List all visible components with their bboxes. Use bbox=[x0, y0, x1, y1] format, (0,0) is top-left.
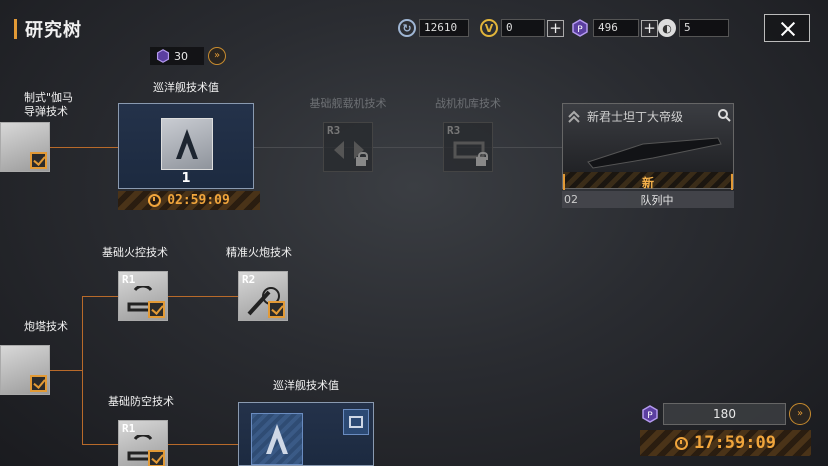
speedup-button[interactable]: » bbox=[789, 403, 811, 425]
node-label: 战机机库技术 bbox=[435, 97, 501, 110]
page-title: 研究树 bbox=[25, 20, 82, 41]
top-cost-value: 30 bbox=[174, 49, 188, 63]
v-token-icon: V bbox=[480, 19, 498, 37]
accent-mark bbox=[563, 174, 565, 190]
svg-text:P: P bbox=[577, 25, 583, 35]
resource-research-points-value: 496 bbox=[593, 19, 639, 37]
rank-badge: R1 bbox=[122, 422, 136, 435]
resource-credits-value: 12610 bbox=[419, 19, 469, 37]
search-icon[interactable] bbox=[717, 108, 731, 122]
cruiser-icon bbox=[251, 413, 303, 465]
add-tokens-button[interactable]: + bbox=[547, 19, 564, 37]
completed-check-icon bbox=[148, 450, 165, 466]
node-label: 巡洋舰技术值 bbox=[153, 81, 219, 94]
speedup-button[interactable]: » bbox=[208, 47, 226, 65]
queue-status: 队列中 bbox=[640, 193, 674, 207]
new-badge: 新 bbox=[641, 176, 654, 190]
connector-line bbox=[82, 296, 118, 297]
node-label: 基础防空技术 bbox=[108, 395, 174, 408]
rank-chevron-icon bbox=[568, 110, 580, 123]
connector-line bbox=[168, 296, 238, 297]
node-label: 制式"伽马 bbox=[24, 91, 74, 104]
resource-research-points: P 496 + bbox=[570, 18, 658, 38]
page-header: 研究树 bbox=[14, 14, 82, 44]
rank-badge: R3 bbox=[327, 124, 341, 137]
carrier-icon bbox=[334, 141, 364, 159]
tech-node-partial[interactable] bbox=[0, 122, 50, 172]
bottom-timer: 17:59:09 bbox=[640, 430, 811, 456]
close-button[interactable] bbox=[764, 14, 810, 42]
connector-line bbox=[168, 444, 238, 445]
tech-node-partial[interactable] bbox=[0, 345, 50, 395]
completed-check-icon bbox=[148, 301, 165, 318]
hangar-badge-icon bbox=[343, 409, 369, 435]
accent-mark bbox=[731, 174, 733, 190]
node-label: 导弹技术 bbox=[24, 105, 68, 118]
clock-icon bbox=[148, 194, 162, 207]
tech-node-basic-fire-control[interactable]: R1 bbox=[118, 271, 168, 321]
cruiser-research-node-2[interactable] bbox=[238, 402, 374, 466]
completed-check-icon bbox=[30, 375, 47, 392]
hex-point-icon: P bbox=[640, 404, 660, 424]
research-timer-text: 02:59:09 bbox=[167, 193, 230, 208]
tech-node-basic-carrier[interactable]: R3 bbox=[323, 122, 373, 172]
completed-check-icon bbox=[268, 301, 285, 318]
connector-line bbox=[82, 296, 83, 444]
rank-badge: R2 bbox=[242, 273, 256, 286]
connector-line bbox=[82, 444, 118, 445]
add-research-points-button[interactable]: + bbox=[641, 19, 658, 37]
completed-check-icon bbox=[30, 152, 47, 169]
svg-text:P: P bbox=[647, 411, 653, 421]
hangar-icon bbox=[453, 141, 485, 159]
queue-footer: 02 队列中 bbox=[562, 191, 734, 208]
hex-point-icon: P bbox=[570, 18, 590, 38]
resource-tokens: V 0 + bbox=[480, 18, 564, 38]
ship-name: 新君士坦丁大帝级 bbox=[587, 110, 684, 124]
bottom-timer-text: 17:59:09 bbox=[694, 433, 776, 453]
lock-icon bbox=[476, 152, 488, 166]
connector-line bbox=[50, 370, 82, 371]
node-label: 基础火控技术 bbox=[102, 246, 168, 259]
resource-speedup-value: 5 bbox=[679, 19, 729, 37]
resource-speedup: ◐ 5 bbox=[658, 18, 729, 38]
node-label: 炮塔技术 bbox=[24, 320, 68, 333]
cruiser-research-node[interactable]: 1 bbox=[118, 103, 254, 189]
lock-icon bbox=[356, 152, 368, 166]
hex-point-icon bbox=[156, 49, 170, 63]
ship-queue-card[interactable]: 新君士坦丁大帝级 新 bbox=[562, 103, 734, 190]
speedup-icon: ◐ bbox=[658, 19, 676, 37]
research-timer: 02:59:09 bbox=[118, 191, 260, 210]
bottom-right-panel: P 180 » 17:59:09 bbox=[640, 402, 811, 456]
connector-line bbox=[50, 147, 118, 148]
connector-line bbox=[254, 147, 562, 148]
tech-node-precision-artillery[interactable]: R2 bbox=[238, 271, 288, 321]
node-label: 基础舰载机技术 bbox=[309, 97, 387, 110]
node-label: 精准火炮技术 bbox=[226, 246, 292, 259]
tech-node-hangar[interactable]: R3 bbox=[443, 122, 493, 172]
refresh-coin-icon: ↻ bbox=[398, 19, 416, 37]
cruiser-icon bbox=[161, 118, 213, 170]
top-cost-indicator: 30 » bbox=[150, 46, 230, 66]
research-level: 1 bbox=[181, 171, 191, 186]
ship-silhouette bbox=[587, 137, 722, 169]
node-label: 巡洋舰技术值 bbox=[273, 379, 339, 392]
stripe-decoration bbox=[563, 172, 733, 188]
cost-value: 180 bbox=[663, 403, 786, 425]
resource-tokens-value: 0 bbox=[501, 19, 545, 37]
rank-badge: R1 bbox=[122, 273, 136, 286]
queue-slot: 02 bbox=[564, 193, 578, 206]
title-accent-bar bbox=[14, 19, 17, 39]
clock-icon bbox=[675, 436, 689, 450]
tech-node-basic-air-defense[interactable]: R1 bbox=[118, 420, 168, 466]
rank-badge: R3 bbox=[447, 124, 461, 137]
resource-credits: ↻ 12610 bbox=[398, 18, 469, 38]
